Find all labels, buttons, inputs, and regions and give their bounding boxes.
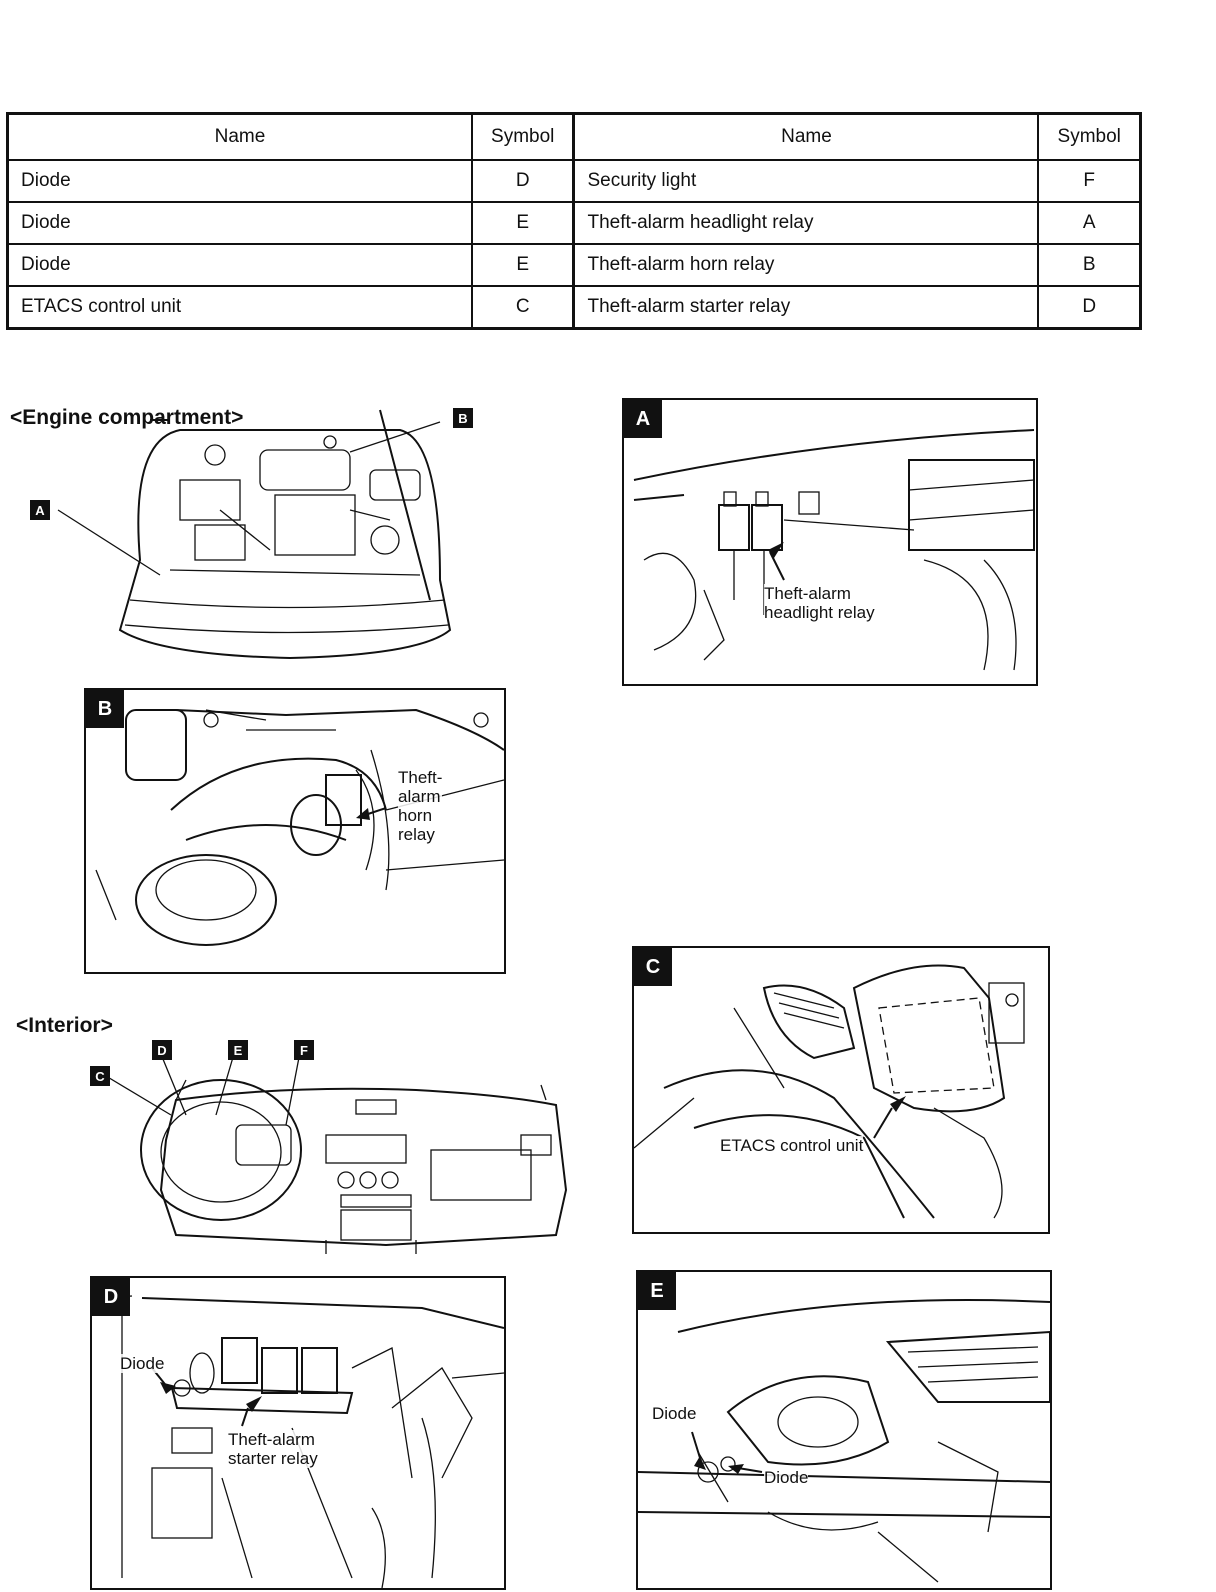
cell-symbol: A xyxy=(1037,201,1142,245)
cell-name: Diode xyxy=(6,159,473,203)
panel-e-diodes: E Diode Diode xyxy=(636,1270,1052,1590)
overview-tag-c: C xyxy=(90,1066,110,1086)
panel-c-callout: ETACS control unit xyxy=(720,1136,864,1155)
header-name-right: Name xyxy=(572,112,1040,161)
panel-b-horn-relay: B Theft- alarm horn relay xyxy=(84,688,506,974)
cell-symbol: B xyxy=(1037,243,1142,287)
overview-tag-f: F xyxy=(294,1040,314,1060)
cell-name: Diode xyxy=(6,243,473,287)
overview-tag-e: E xyxy=(228,1040,248,1060)
panel-c-etacs-unit: C ETACS control unit xyxy=(632,946,1050,1234)
parts-location-table: Name Symbol Name Symbol Diode D Security… xyxy=(6,112,1142,330)
cell-name: Diode xyxy=(6,201,473,245)
table-header-row: Name Symbol Name Symbol xyxy=(6,112,1142,161)
overview-tag-a: A xyxy=(30,500,50,520)
table-row: Diode D Security light F xyxy=(6,159,1142,203)
cell-name: Theft-alarm horn relay xyxy=(572,243,1040,287)
cell-symbol: C xyxy=(470,285,575,330)
cell-symbol: D xyxy=(470,159,575,203)
panel-a-headlight-relay: A Theft-alarm headlight relay xyxy=(622,398,1038,686)
panel-d-tag: D xyxy=(92,1278,130,1316)
cell-symbol: E xyxy=(470,201,575,245)
interior-dashboard-illustration xyxy=(95,1046,568,1254)
header-name-left: Name xyxy=(6,112,473,161)
panel-e-diode-callout-1: Diode xyxy=(652,1404,697,1423)
engine-compartment-illustration xyxy=(57,409,452,660)
panel-d-starter-relay: D Diode Theft-alarm starter relay xyxy=(90,1276,506,1590)
cell-name: ETACS control unit xyxy=(6,285,473,330)
table-row: Diode E Theft-alarm headlight relay A xyxy=(6,201,1142,245)
panel-a-tag: A xyxy=(624,400,662,438)
panel-e-diode-callout-2: Diode xyxy=(764,1468,809,1487)
interior-heading: <Interior> xyxy=(16,1014,113,1037)
cell-name: Security light xyxy=(572,159,1040,203)
cell-symbol: E xyxy=(470,243,575,287)
panel-d-diode-callout: Diode xyxy=(120,1354,165,1373)
panel-b-callout: Theft- alarm horn relay xyxy=(398,768,443,844)
cell-name: Theft-alarm starter relay xyxy=(572,285,1040,330)
cell-symbol: D xyxy=(1037,285,1142,330)
table-row: ETACS control unit C Theft-alarm starter… xyxy=(6,285,1142,330)
panel-b-tag: B xyxy=(86,690,124,728)
cell-name: Theft-alarm headlight relay xyxy=(572,201,1040,245)
engine-compartment-heading: <Engine compartment> xyxy=(10,406,244,429)
panel-e-tag: E xyxy=(638,1272,676,1310)
header-symbol-left: Symbol xyxy=(470,112,575,161)
panel-a-callout: Theft-alarm headlight relay xyxy=(764,584,875,622)
header-symbol-right: Symbol xyxy=(1037,112,1142,161)
overview-tag-d: D xyxy=(152,1040,172,1060)
overview-tag-b: B xyxy=(453,408,473,428)
panel-d-relay-callout: Theft-alarm starter relay xyxy=(228,1430,318,1468)
table-row: Diode E Theft-alarm horn relay B xyxy=(6,243,1142,287)
panel-c-tag: C xyxy=(634,948,672,986)
cell-symbol: F xyxy=(1037,159,1142,203)
